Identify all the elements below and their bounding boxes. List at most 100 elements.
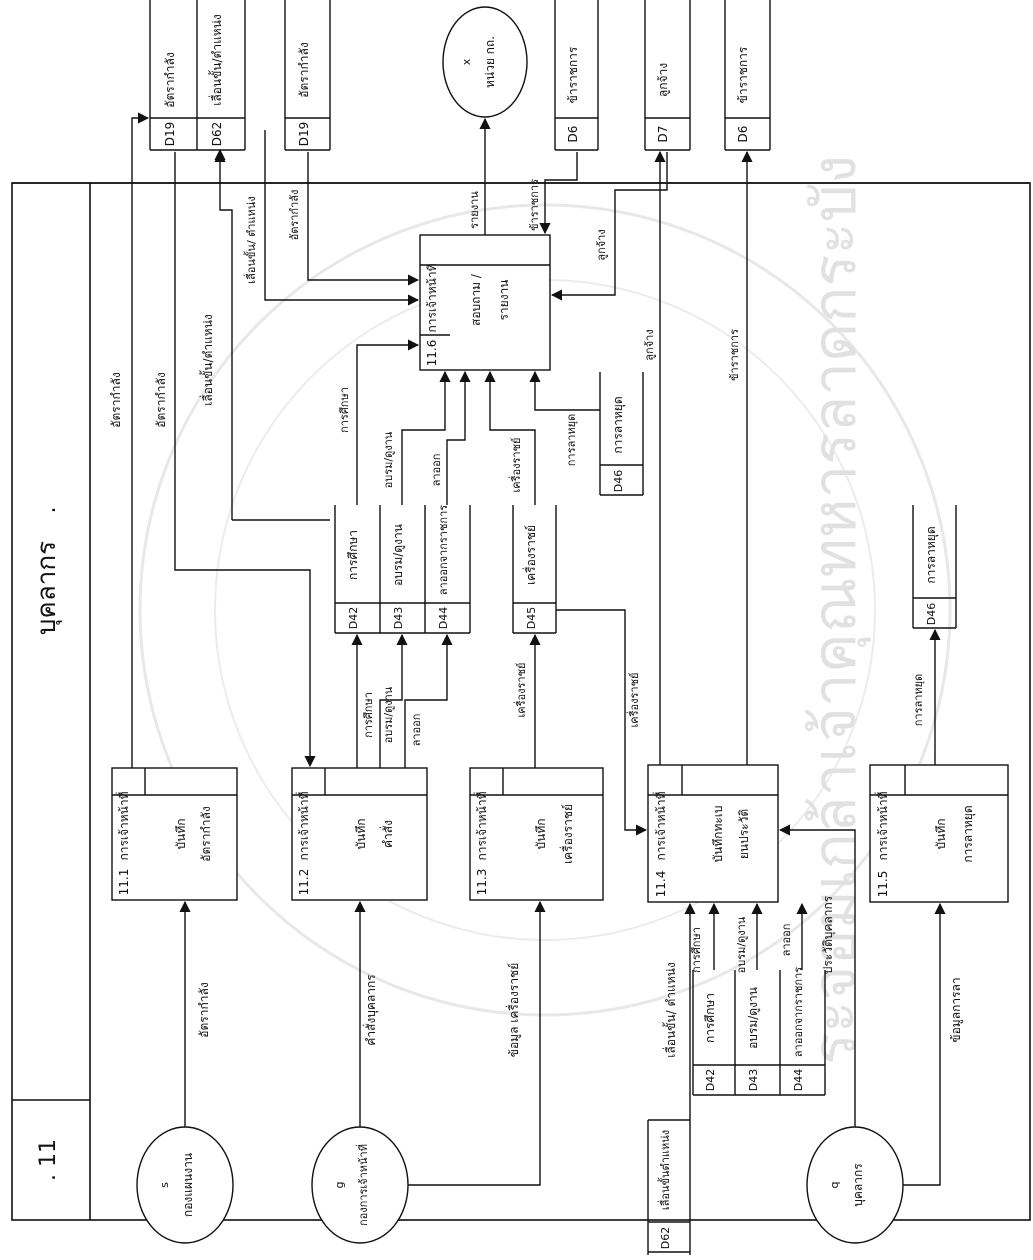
svg-text:D43: D43 — [392, 607, 405, 629]
process-number: 11.5 — [876, 871, 890, 898]
process-name-line: สอบถาม / — [469, 273, 483, 326]
svg-text:เลื่อนขั้น/ ตำแหน่ง: เลื่อนขั้น/ ตำแหน่ง — [243, 196, 258, 283]
svg-text:หน่วย กถ.: หน่วย กถ. — [483, 36, 497, 88]
svg-text:D19: D19 — [297, 122, 311, 147]
process-number: 11.2 — [297, 869, 311, 896]
svg-text:ข้าราชการ: ข้าราชการ — [566, 46, 580, 103]
svg-text:ลาออก: ลาออก — [410, 714, 423, 747]
external-s: s กองแผนงาน — [137, 1127, 233, 1243]
svg-text:กองการเจ้าหน้าที่: กองการเจ้าหน้าที่ — [355, 1144, 370, 1226]
external-x: x หน่วย กถ. — [443, 7, 527, 117]
svg-text:D19: D19 — [163, 122, 177, 147]
svg-text:ข้าราชการ: ข้าราชการ — [528, 179, 541, 231]
svg-text:ประวัติบุคลากร: ประวัติบุคลากร — [821, 895, 836, 974]
svg-text:การศึกษา: การศึกษา — [703, 993, 717, 1043]
process-actor: การเจ้าหน้าที่ — [874, 791, 890, 860]
svg-text:อัตรากำลัง: อัตรากำลัง — [197, 982, 211, 1037]
svg-text:ลาออก: ลาออก — [780, 924, 793, 957]
process-name-line: เครื่องราชย์ — [559, 804, 575, 864]
svg-text:กองแผนงาน: กองแผนงาน — [181, 1153, 195, 1217]
svg-text:ลูกจ้าง: ลูกจ้าง — [656, 63, 671, 97]
svg-text:D44: D44 — [437, 607, 450, 629]
svg-text:ข้าราชการ: ข้าราชการ — [736, 46, 750, 103]
external-g: g กองการเจ้าหน้าที่ — [312, 1127, 408, 1243]
svg-text:ลาออกจากราชการ: ลาออกจากราชการ — [792, 967, 805, 1057]
svg-text:การลาหยุด: การลาหยุด — [565, 414, 578, 467]
svg-text:D46: D46 — [612, 470, 625, 492]
svg-text:เครื่องราชย์: เครื่องราชย์ — [508, 438, 523, 493]
svg-text:D62: D62 — [210, 122, 224, 147]
svg-text:เครื่องราชย์: เครื่องราชย์ — [513, 663, 528, 718]
svg-text:การศึกษา: การศึกษา — [362, 692, 375, 738]
svg-text:เครื่องราชย์: เครื่องราชย์ — [522, 525, 538, 585]
svg-text:D44: D44 — [792, 1069, 805, 1091]
store-mid-d42-d44: D42 การศึกษา D43 อบรม/ดูงาน D44 ลาออกจาก… — [335, 505, 470, 633]
svg-text:รายงาน: รายงาน — [468, 191, 481, 229]
svg-text:การศึกษา: การศึกษา — [346, 530, 360, 580]
svg-text:เลื่อนขั้น/ตำแหน่ง: เลื่อนขั้น/ตำแหน่ง — [199, 314, 215, 406]
process-number: 11.6 — [425, 340, 439, 367]
svg-text:ข้าราชการ: ข้าราชการ — [728, 329, 741, 381]
external-q: q บุคลากร — [807, 1127, 903, 1243]
svg-text:อบรม/ดูงาน: อบรม/ดูงาน — [382, 686, 395, 743]
svg-text:การศึกษา: การศึกษา — [338, 387, 351, 433]
process-11-5: 11.5 การเจ้าหน้าที่ บันทึก การลาหยุด — [870, 765, 1008, 902]
process-name-line: คำสั่ง — [379, 820, 395, 848]
svg-text:เลื่อนขั้นตำแหน่ง: เลื่อนขั้นตำแหน่ง — [657, 1130, 672, 1210]
store-top-d6b: D6 ข้าราชการ — [725, 0, 770, 150]
svg-text:D46: D46 — [925, 603, 938, 625]
svg-text:อัตรากำลัง: อัตรากำลัง — [163, 52, 177, 107]
process-name-line: รายงาน — [497, 279, 511, 320]
process-actor: การเจ้าหน้าที่ — [652, 791, 668, 860]
svg-text:อัตรากำลัง: อัตรากำลัง — [288, 190, 301, 241]
svg-text:ข้อมูล เครื่องราชย์: ข้อมูล เครื่องราชย์ — [505, 963, 522, 1058]
svg-text:อัตรากำลัง: อัตรากำลัง — [109, 372, 123, 427]
store-top-d6a: D6 ข้าราชการ — [555, 0, 598, 150]
diagram-number: . 11 — [36, 1139, 61, 1181]
svg-text:D42: D42 — [347, 607, 360, 629]
svg-text:คำสั่งบุคลากร: คำสั่งบุคลากร — [362, 974, 379, 1046]
svg-text:ลาออกจากราชการ: ลาออกจากราชการ — [437, 505, 450, 595]
svg-text:เลื่อนขั้น/ ตำแหน่ง: เลื่อนขั้น/ ตำแหน่ง — [662, 962, 678, 1057]
process-number: 11.3 — [475, 869, 489, 896]
process-actor: การเจ้าหน้าที่ — [473, 791, 489, 860]
svg-text:อบรม/ดูงาน: อบรม/ดูงาน — [382, 431, 395, 488]
svg-text:บุคลากร: บุคลากร — [851, 1163, 866, 1207]
process-name-line: อัตรากำลัง — [199, 806, 213, 861]
process-name-line: บันทึก — [534, 819, 548, 850]
process-name-line: บันทึก — [934, 819, 948, 850]
svg-text:ลาออก: ลาออก — [430, 454, 443, 487]
process-name-line: บันทึก — [174, 819, 188, 850]
store-top-d62: D62 เลื่อนขั้น/ตำแหน่ง — [197, 0, 245, 150]
svg-text:อบรม/ดูงาน: อบรม/ดูงาน — [746, 987, 761, 1049]
svg-text:เลื่อนขั้น/ตำแหน่ง: เลื่อนขั้น/ตำแหน่ง — [208, 14, 224, 106]
process-11-1: 11.1 การเจ้าหน้าที่ บันทึก อัตรากำลัง — [112, 768, 237, 900]
svg-text:การลาหยุด: การลาหยุด — [924, 526, 939, 583]
process-11-6: 11.6 การเจ้าหน้าที่ สอบถาม / รายงาน — [420, 235, 550, 370]
store-mid-d45: D45 เครื่องราชย์ — [513, 505, 556, 633]
process-actor: การเจ้าหน้าที่ — [295, 791, 311, 860]
svg-text:D42: D42 — [704, 1069, 717, 1091]
process-name-line: ยนประวัติ — [737, 809, 751, 859]
svg-text:D62: D62 — [659, 1227, 672, 1249]
svg-text:D45: D45 — [525, 607, 538, 629]
process-11-3: 11.3 การเจ้าหน้าที่ บันทึก เครื่องราชย์ — [470, 768, 603, 900]
svg-text:s: s — [158, 1182, 171, 1188]
process-actor: การเจ้าหน้าที่ — [423, 263, 439, 332]
svg-text:D7: D7 — [656, 126, 670, 143]
svg-text:D6: D6 — [736, 126, 750, 143]
svg-text:อบรม/ดูงาน: อบรม/ดูงาน — [735, 916, 748, 973]
svg-text:ลูกจ้าง: ลูกจ้าง — [643, 329, 656, 360]
process-name-line: บันทึกทะเบ — [711, 805, 725, 862]
diagram-title: บุคลากร — [32, 541, 62, 635]
svg-text:อัตรากำลัง: อัตรากำลัง — [297, 42, 311, 97]
svg-text:x: x — [460, 58, 473, 65]
diagram-title-dot: . — [36, 507, 61, 514]
svg-text:การลาหยุด: การลาหยุด — [611, 396, 626, 453]
svg-text:อัตรากำลัง: อัตรากำลัง — [154, 372, 168, 427]
store-top-d7: D7 ลูกจ้าง — [645, 0, 690, 150]
svg-text:ข้อมูลการลา: ข้อมูลการลา — [949, 977, 964, 1042]
store-top-d19: D19 อัตรากำลัง — [150, 0, 197, 150]
